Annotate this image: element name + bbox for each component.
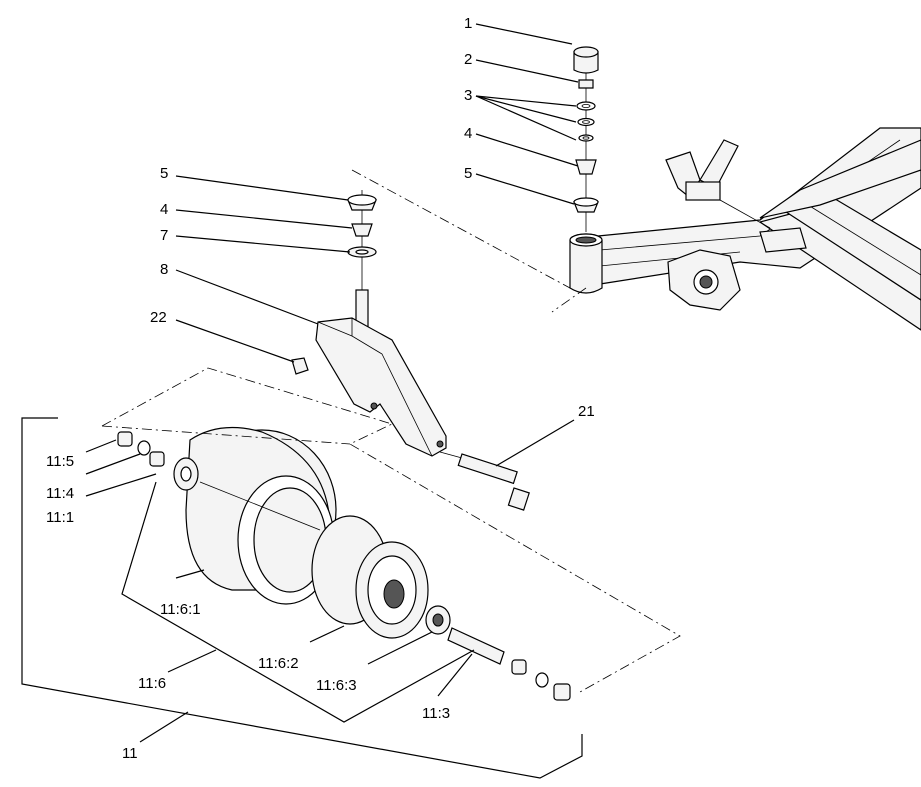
- callout-11-6-3: 11:6:3: [316, 677, 357, 694]
- assembly-brackets: [21, 417, 583, 779]
- upper-hardware-stack: [573, 46, 599, 232]
- wheel-assembly: [117, 426, 571, 701]
- callout-3: 3: [464, 87, 472, 104]
- callout-11-6-2: 11:6:2: [258, 655, 299, 672]
- callout-8: 8: [160, 261, 168, 278]
- callout-22: 22: [150, 309, 167, 326]
- callout-5-left: 5: [160, 165, 168, 182]
- callout-11: 11: [122, 745, 138, 762]
- callout-1: 1: [464, 15, 472, 32]
- callout-4-upper: 4: [464, 125, 472, 142]
- callout-5-upper: 5: [464, 165, 472, 182]
- fork-assembly: [291, 190, 530, 511]
- caster-frame: [569, 127, 921, 331]
- leader-lines: [85, 23, 579, 743]
- callout-11-6: 11:6: [138, 675, 166, 692]
- callout-11-5: 11:5: [46, 453, 74, 470]
- phantom-lines: [101, 169, 681, 693]
- callout-11-1: 11:1: [46, 509, 74, 526]
- callout-11-6-1: 11:6:1: [160, 601, 201, 618]
- callout-labels: 1 2 3 4 5 5 4 7 8 22 21 11:5 11:4 11:1 1…: [46, 15, 595, 762]
- callout-4-left: 4: [160, 201, 168, 218]
- callout-7: 7: [160, 227, 168, 244]
- callout-11-4: 11:4: [46, 485, 74, 502]
- callout-2: 2: [464, 51, 472, 68]
- callout-21: 21: [578, 403, 595, 420]
- callout-11-3: 11:3: [422, 705, 450, 722]
